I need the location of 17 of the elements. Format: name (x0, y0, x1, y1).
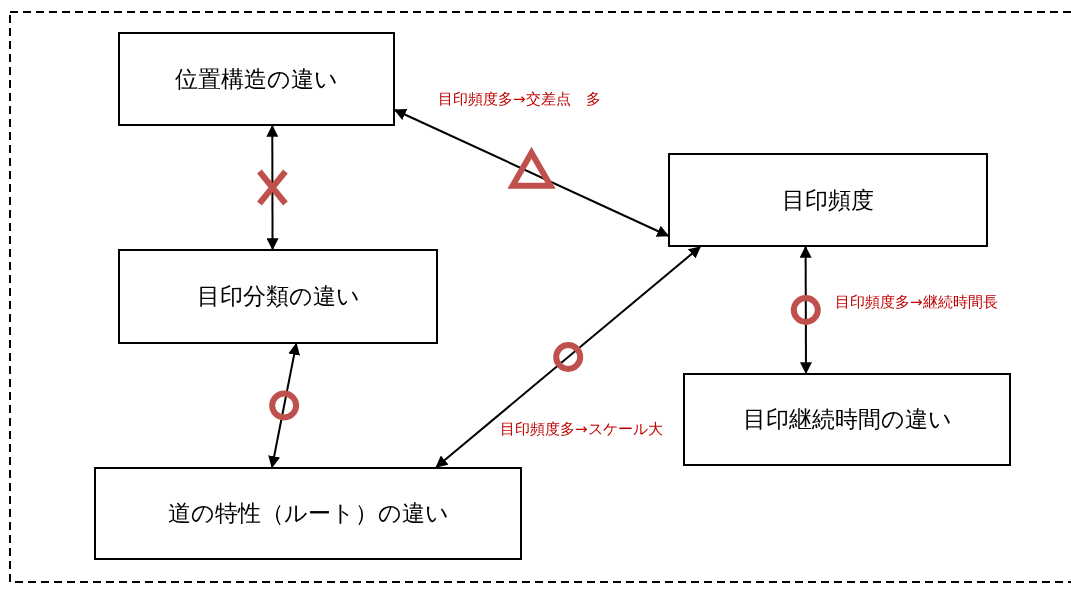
edge-label: 目印頻度多→交差点 多 (438, 90, 601, 108)
double-arrow (268, 342, 301, 469)
box-label: 目印継続時間の違い (742, 405, 952, 434)
double-arrow (435, 246, 701, 468)
box-label: 道の特性（ルート）の違い (167, 499, 449, 528)
double-arrow (266, 124, 279, 251)
box-label: 目印頻度 (782, 185, 874, 215)
process-box (118, 32, 395, 126)
double-arrow (799, 245, 812, 375)
process-box (94, 467, 522, 560)
box-label: 位置構造の違い (175, 64, 338, 94)
process-box (683, 373, 1011, 466)
edge-label: 目印頻度多→継続時間長 (835, 293, 998, 311)
edge-label: 目印頻度多→スケール大 (500, 420, 663, 438)
box-label: 目印分類の違い (196, 282, 360, 311)
process-box (118, 249, 438, 344)
process-box (668, 153, 988, 247)
